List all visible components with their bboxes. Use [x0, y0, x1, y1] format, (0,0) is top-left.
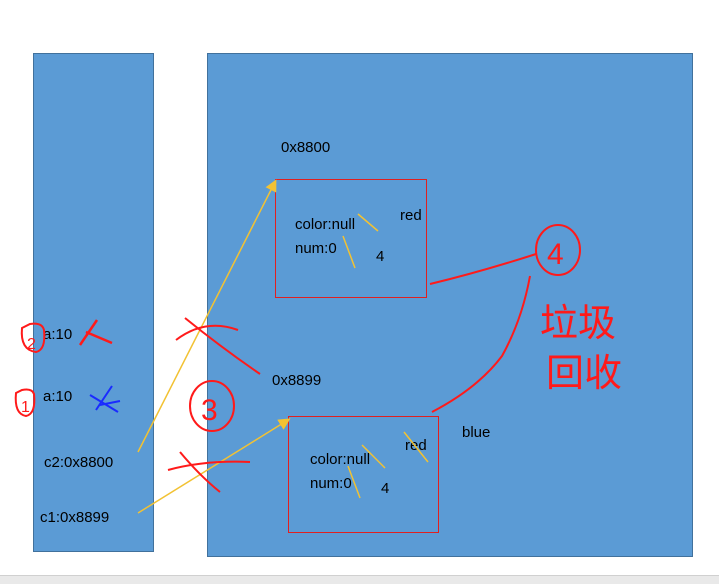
obj2-color-field: color:null	[310, 451, 371, 468]
obj2-new-num: 4	[381, 480, 390, 497]
heap-panel	[207, 53, 693, 557]
heap-address-0x8899: 0x8899	[272, 372, 322, 389]
heap-address-0x8800: 0x8800	[281, 139, 331, 156]
circle-mark-1-digit: 1	[21, 399, 30, 416]
circle-mark-1	[14, 388, 36, 418]
bottom-scrollbar-strip	[0, 575, 719, 584]
obj1-num-field: num:0	[295, 240, 337, 257]
stack-var-a-second: a:10	[43, 388, 73, 405]
stack-var-a-first: a:10	[43, 326, 73, 343]
heap-object-0x8899	[288, 416, 439, 533]
stack-panel	[33, 53, 154, 552]
obj2-new-color: red	[405, 437, 427, 454]
stack-ref-c2: c2:0x8800	[44, 454, 114, 471]
obj1-new-color: red	[400, 207, 422, 224]
heap-object-0x8800	[275, 179, 427, 298]
obj2-num-field: num:0	[310, 475, 352, 492]
obj1-new-num: 4	[376, 248, 385, 265]
obj2-blue-label: blue	[462, 424, 491, 441]
obj1-color-field: color:null	[295, 216, 356, 233]
stack-ref-c1: c1:0x8899	[40, 509, 110, 526]
